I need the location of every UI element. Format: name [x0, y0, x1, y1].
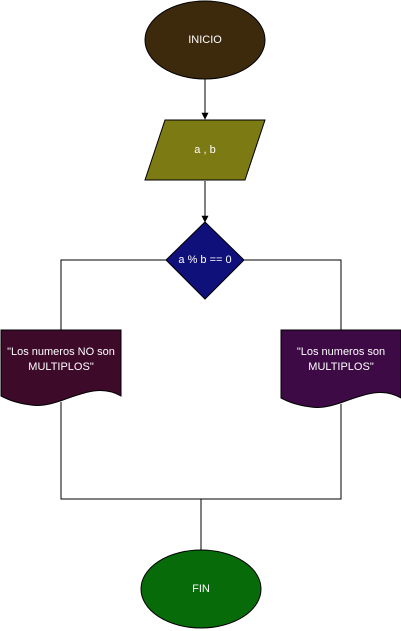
output-left-label-line1: "Los numeros NO son [7, 346, 115, 358]
end-node: FIN [140, 549, 262, 629]
decision-label: a % b == 0 [178, 254, 231, 266]
output-left-node: "Los numeros NO son MULTIPLOS" [0, 329, 122, 407]
output-right-node: "Los numeros son MULTIPLOS" [280, 329, 401, 409]
decision-node: a % b == 0 [165, 221, 245, 300]
start-node: INICIO [144, 0, 266, 80]
input-parallelogram [144, 119, 266, 181]
edge-decision-to-left-output [60, 259, 166, 330]
input-label: a , b [194, 144, 215, 156]
edge-decision-to-right-output [244, 259, 342, 330]
output-right-label-line1: "Los numeros son [297, 346, 385, 358]
output-right-label-line2: MULTIPLOS" [308, 361, 374, 373]
output-right-document [280, 329, 401, 409]
edges [60, 79, 342, 550]
end-ellipse [140, 549, 262, 629]
decision-diamond [165, 221, 245, 300]
edge-left-output-to-merge [60, 402, 342, 500]
start-ellipse [144, 0, 266, 80]
output-left-document [0, 329, 122, 407]
output-left-label-line2: MULTIPLOS" [28, 361, 94, 373]
end-label: FIN [192, 583, 210, 595]
input-node: a , b [144, 119, 266, 181]
start-label: INICIO [188, 34, 222, 46]
